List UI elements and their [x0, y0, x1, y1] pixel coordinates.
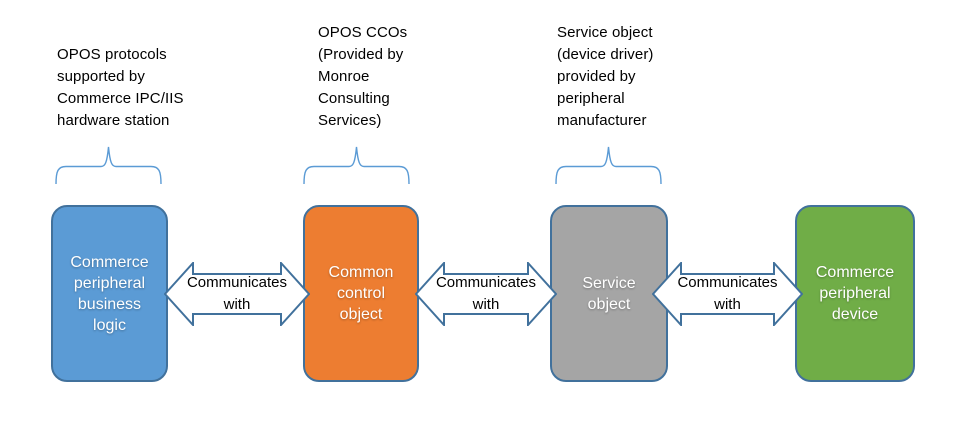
- annotation-service-object-driver: Service object (device driver) provided …: [557, 24, 654, 129]
- double-arrow-shape: [415, 262, 557, 326]
- connector-label: Communicates with: [435, 274, 537, 313]
- connector-label: Communicates with: [677, 274, 778, 313]
- annotation-opos-protocols: OPOS protocols supported by Commerce IPC…: [57, 46, 184, 129]
- curly-brace-icon: [55, 145, 162, 185]
- connector-cco-to-service-object: Communicates with: [415, 262, 557, 326]
- connector-business-logic-to-cco: Communicates with: [164, 262, 310, 326]
- connector-service-object-to-device: Communicates with: [652, 262, 803, 326]
- curly-brace-icon: [303, 145, 410, 185]
- double-arrow-shape: [652, 262, 803, 326]
- curly-brace-icon: [555, 145, 662, 185]
- box-common-control-object: Common control object: [303, 205, 419, 382]
- box-commerce-peripheral-device: Commerce peripheral device: [795, 205, 915, 382]
- box-commerce-peripheral-business-logic: Commerce peripheral business logic: [51, 205, 168, 382]
- connector-label: Communicates with: [186, 274, 288, 313]
- annotation-opos-ccos: OPOS CCOs (Provided by Monroe Consulting…: [318, 24, 408, 129]
- double-arrow-shape: [164, 262, 310, 326]
- box-service-object: Service object: [550, 205, 668, 382]
